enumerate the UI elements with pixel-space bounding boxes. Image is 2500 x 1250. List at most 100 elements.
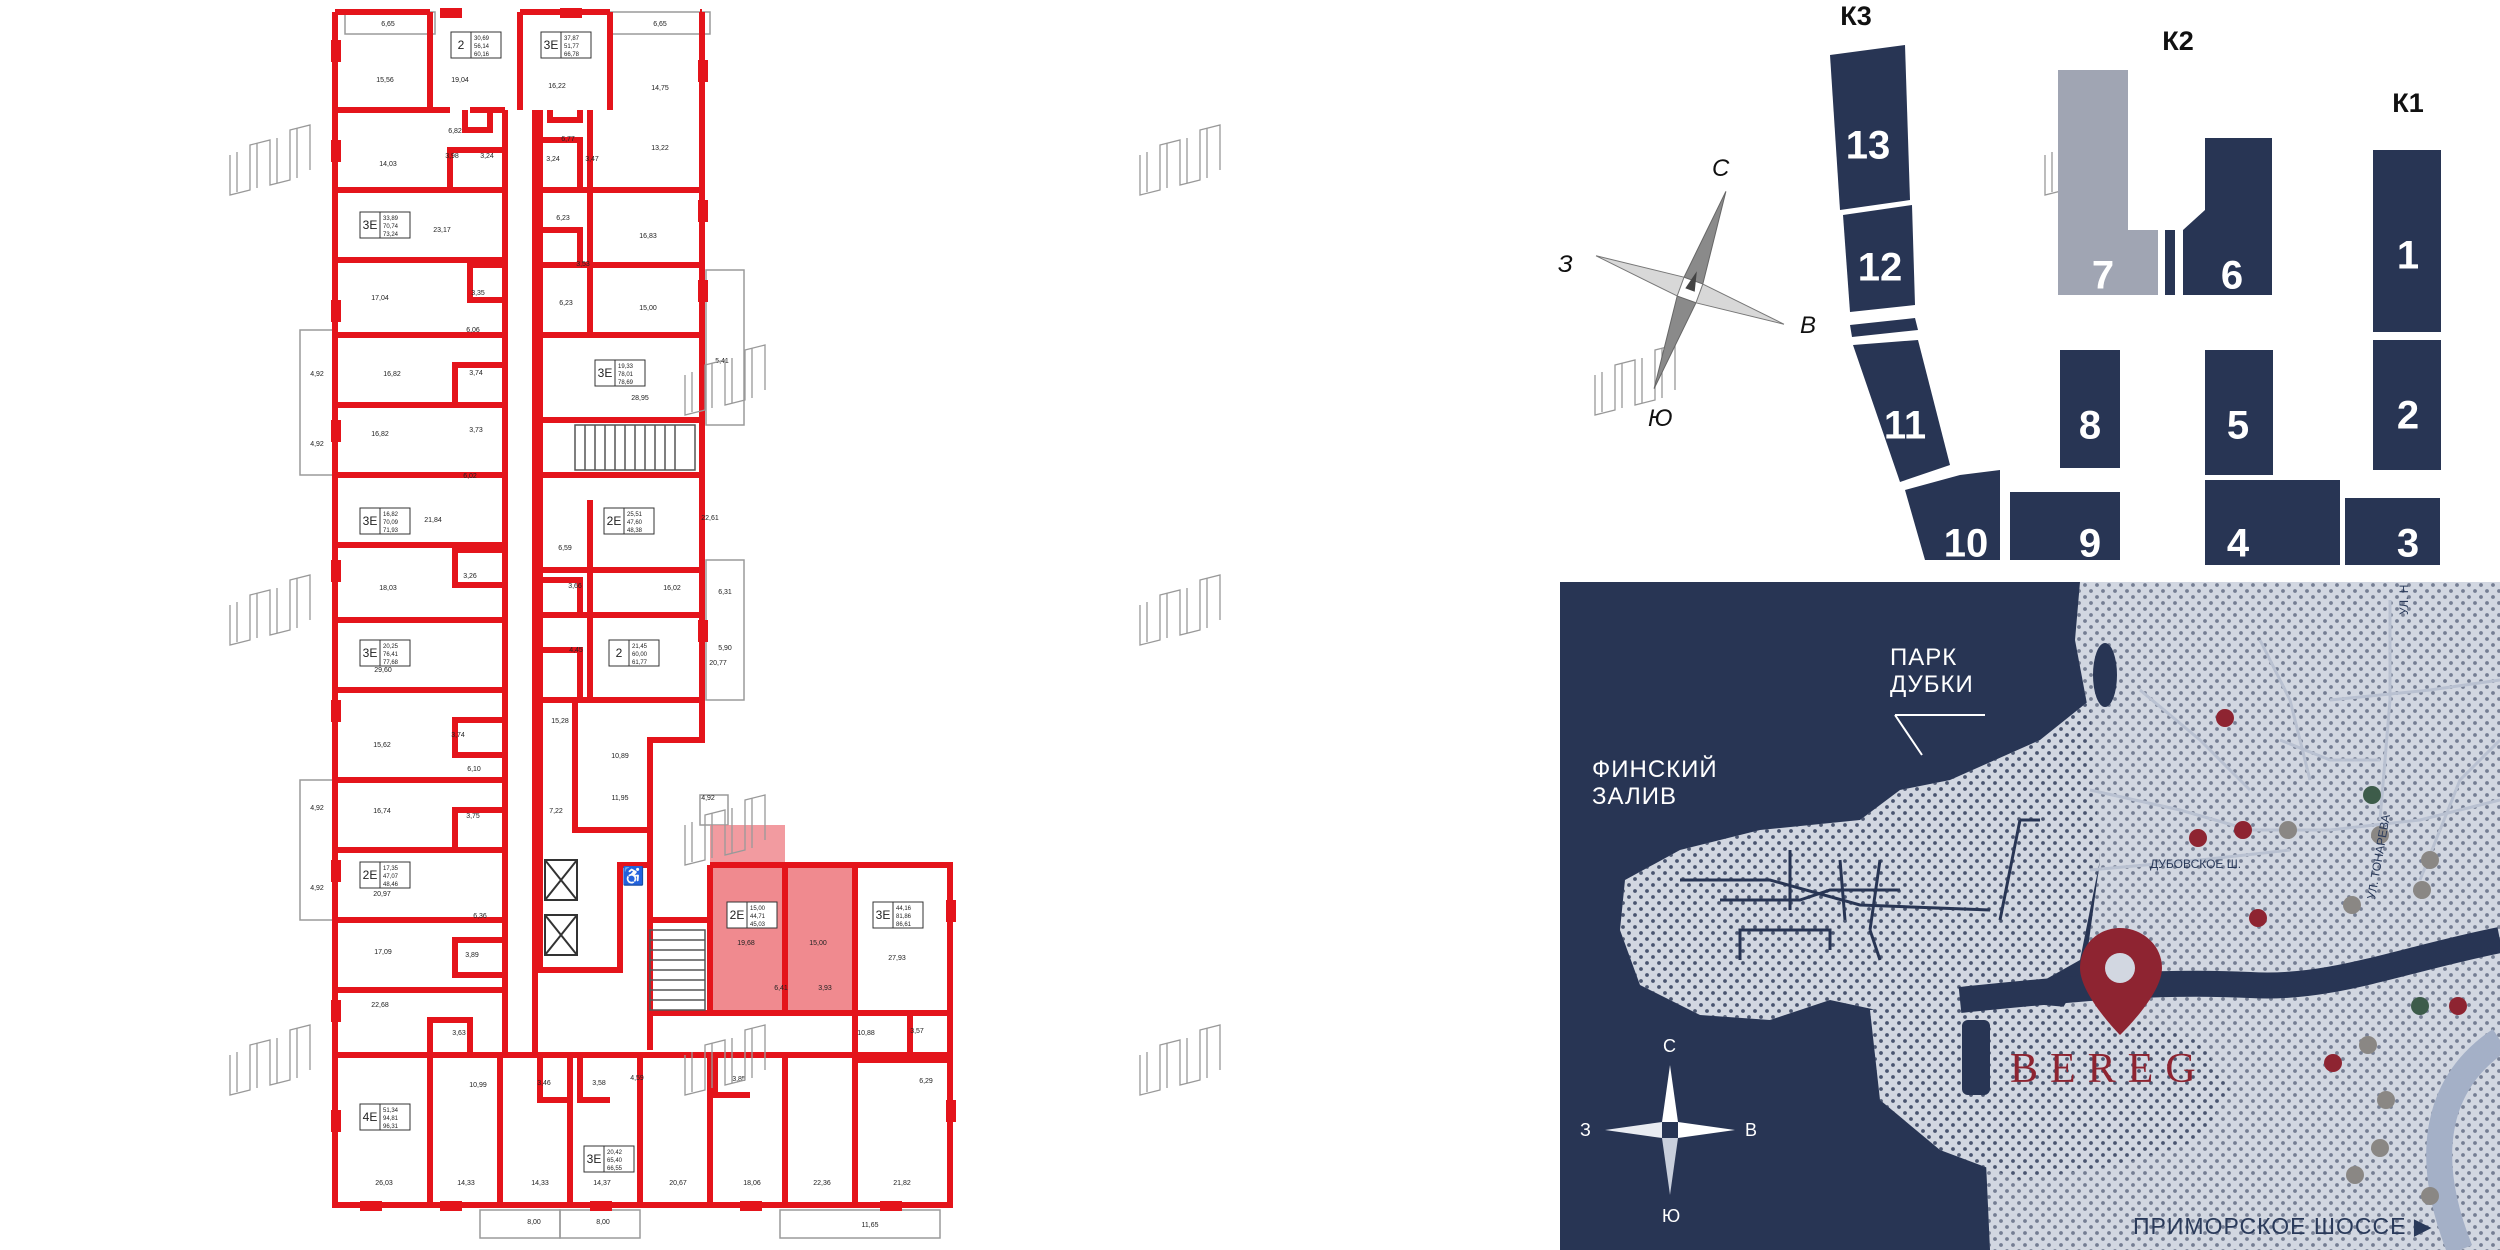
room-area-label: 16,82	[383, 371, 401, 378]
building-11[interactable]	[1853, 340, 1950, 482]
building-number: 1	[2397, 234, 2419, 278]
watermark-logo-icon	[229, 1024, 311, 1096]
room-area-label: 7,22	[549, 808, 563, 815]
room-area-label: 3,57	[910, 1028, 924, 1035]
room-area-label: 6,23	[556, 215, 570, 222]
building-10[interactable]	[1905, 470, 2000, 560]
apartment-area: 19,33	[618, 364, 634, 370]
room-area-label: 10,89	[611, 753, 629, 760]
park-paths	[1680, 818, 2040, 961]
apartment-area: 70,74	[383, 224, 399, 230]
apartment-type: 3E	[363, 646, 378, 660]
apartment-area: 47,07	[383, 874, 399, 880]
building-5[interactable]	[2205, 350, 2273, 475]
apartment-type: 2E	[607, 514, 622, 528]
map-compass-west: З	[1580, 1120, 1591, 1140]
room-area-label: 3,93	[818, 985, 832, 992]
room-area-label: 4,59	[630, 1075, 644, 1082]
apartment-area: 71,93	[383, 528, 399, 534]
room-area-label: 3,58	[592, 1080, 606, 1087]
watermark-logo-icon	[1139, 124, 1221, 196]
apartment-area: 44,71	[750, 914, 766, 920]
building-number: 13	[1846, 124, 1891, 168]
building-12[interactable]	[1843, 205, 1915, 312]
apartment-area: 21,45	[632, 644, 648, 650]
room-area-label: 16,83	[639, 233, 657, 240]
apartment-type: 3E	[544, 38, 559, 52]
room-area-label: 3,35	[471, 290, 485, 297]
apartment-type: 3E	[598, 366, 613, 380]
building-group-label: К2	[2162, 26, 2194, 56]
apartment-area: 96,31	[383, 1124, 399, 1130]
room-area-label: 16,02	[663, 585, 681, 592]
apartment-area: 47,60	[627, 520, 643, 526]
building-2[interactable]	[2373, 340, 2441, 470]
stairwell	[574, 424, 706, 1011]
room-area-label: 6,77	[561, 136, 575, 143]
room-area-label: 22,68	[371, 1002, 389, 1009]
apartment-area: 51,77	[564, 44, 580, 50]
building-1[interactable]	[2373, 150, 2441, 332]
building-9[interactable]	[2010, 492, 2120, 560]
apartment-area: 81,86	[896, 914, 912, 920]
building-number: 2	[2397, 394, 2419, 438]
room-area-label: 16,74	[373, 808, 391, 815]
apartment-type: 2E	[363, 868, 378, 882]
river	[1958, 927, 2500, 1013]
window-ticks	[331, 8, 956, 1211]
building-8[interactable]	[2060, 350, 2120, 468]
apartment-area: 70,09	[383, 520, 399, 526]
park-callout-line	[1894, 714, 1985, 756]
building-group-label: К3	[1840, 1, 1872, 31]
building-7[interactable]	[2058, 70, 2158, 295]
room-area-label: 3,85	[732, 1076, 746, 1083]
room-area-label: 4,92	[310, 805, 324, 812]
gulf-label-line2: ЗАЛИВ	[1592, 783, 1677, 810]
watermark-logo-icon	[684, 1024, 766, 1096]
building-3[interactable]	[2345, 498, 2440, 565]
room-area-label: 15,56	[376, 77, 394, 84]
building-4[interactable]	[2205, 480, 2340, 565]
room-area-label: 6,10	[467, 766, 481, 773]
room-area-label: 3,75	[466, 813, 480, 820]
watermark-logo-icon	[229, 574, 311, 646]
room-area-label: 19,68	[737, 940, 755, 947]
room-area-label: 27,93	[888, 955, 906, 962]
watermark-logo-icon	[684, 794, 766, 866]
building-number: 9	[2079, 522, 2101, 566]
room-area-label: 6,36	[473, 913, 487, 920]
building-6[interactable]	[2183, 138, 2272, 295]
park-label-line1: ПАРК	[1890, 644, 1957, 671]
apartment-area: 61,77	[632, 660, 648, 666]
poi-dots	[2189, 709, 2467, 1205]
watermark-logo-icon	[1139, 1024, 1221, 1096]
building-13[interactable]	[1830, 45, 1910, 210]
room-area-label: 14,33	[531, 1180, 549, 1187]
room-area-label: 5,41	[715, 358, 729, 365]
room-area-label: 21,84	[424, 517, 442, 524]
apartment-area: 33,89	[383, 216, 399, 222]
room-area-label: 26,03	[375, 1180, 393, 1187]
apartment-area: 20,42	[607, 1150, 623, 1156]
apartment-area: 94,81	[383, 1116, 399, 1122]
room-area-label: 3,73	[469, 427, 483, 434]
room-area-label: 4,45	[569, 647, 583, 654]
brand-logo-text: BEREG	[2010, 1046, 2208, 1092]
apartment-area: 30,69	[474, 36, 490, 42]
